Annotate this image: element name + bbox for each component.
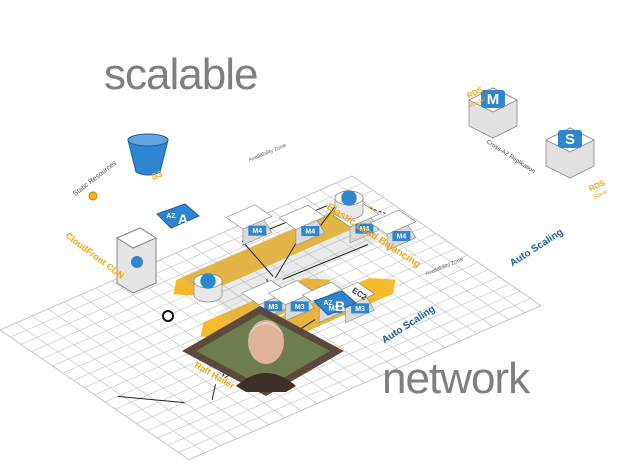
m3-node-a1-badge [264, 301, 283, 312]
s3-bucket-body [127, 139, 169, 176]
grid-line [0, 175, 353, 331]
wire-elb-m4-1 [241, 240, 274, 277]
az-a-tag-plate [156, 203, 200, 229]
grid-line [188, 305, 542, 460]
m4-node-4-top [369, 209, 417, 235]
rds-slave-node-badge [558, 130, 582, 148]
cloudfront-icon [115, 227, 158, 294]
s3-bucket-icon [127, 133, 169, 176]
az-a-tag-prefix: AZ [166, 213, 176, 220]
m4-node-1 [225, 204, 273, 246]
elb-internal-node [334, 190, 364, 220]
s3-bucket-rim [127, 133, 169, 147]
person-photo [182, 306, 344, 396]
cloudfront-disc [131, 256, 143, 268]
static-resources-dot [88, 191, 98, 201]
m3-node-a2-badge [290, 301, 309, 312]
rds-slave-node-letter: S [565, 131, 575, 148]
m4-node-4-badge [392, 231, 411, 242]
replication-label: Cross-AZ Replication [485, 139, 536, 175]
photo-shoulders [236, 373, 296, 392]
m4-node-2-top [278, 204, 326, 230]
grid-line [62, 218, 416, 374]
m4-node-2-label: M4 [305, 229, 315, 236]
wire-cdn-s3 [117, 395, 185, 404]
m3-node-a2-label: M3 [295, 304, 305, 311]
m4-node-1-top [225, 204, 273, 230]
m4-node-4 [369, 209, 417, 251]
headline-scalable: scalable [104, 50, 258, 99]
az-b-tag-plate [313, 290, 357, 316]
m4-node-3-badge [355, 223, 374, 234]
rds-master-node-badge [481, 90, 505, 108]
m4-node-1-badge [248, 225, 267, 236]
scaling-group-shade [179, 208, 383, 309]
az-b-tag-prefix: AZ [323, 300, 333, 307]
m4-node-2-badge [301, 226, 320, 237]
rds-master-node [468, 87, 518, 139]
rds-slave-node [545, 127, 595, 179]
elb-entry-node-disc [200, 273, 216, 289]
grid-line [167, 290, 521, 446]
wire-user-elb [211, 384, 216, 401]
s3-label: S3 [150, 169, 164, 182]
az-a-tag [156, 203, 200, 229]
m3-node-b1-label: M3 [329, 306, 339, 313]
grid-line [178, 298, 531, 453]
grid-line [157, 283, 510, 439]
node-layer [88, 87, 595, 396]
az-b-tag-letter: B [335, 298, 345, 314]
m3-node-a1-label: M3 [268, 304, 278, 311]
elb-internal-node-disc [341, 190, 357, 206]
m3-node-b2-badge [351, 303, 370, 314]
static-resources-label: Static Resources [72, 159, 118, 197]
m4-node-4-label: M4 [397, 234, 407, 241]
elb-entry-node [193, 273, 223, 303]
az-b-tag [313, 290, 357, 316]
m4-node-1-label: M4 [252, 228, 262, 235]
m4-node-3-label: M4 [360, 226, 370, 233]
az-a-tag-letter: A [178, 211, 188, 227]
wire-elb-m4-4 [282, 244, 369, 280]
wire-elb-m4-2 [274, 239, 299, 279]
m4-node-2 [278, 204, 326, 246]
photo-face [248, 320, 284, 364]
m3-node-a2 [267, 280, 315, 322]
availability-note-upper: Availability Zone [248, 143, 287, 164]
auto-scaling-label-upper: Auto Scaling [508, 227, 565, 270]
entry-point-node [162, 310, 174, 322]
m3-node-b2-label: M3 [355, 306, 365, 313]
grid-line [52, 211, 405, 367]
rds-master-node-letter: M [487, 91, 500, 108]
upper-scaling-band [173, 205, 374, 296]
photo-hair [248, 322, 284, 336]
cloudfront-top [115, 227, 158, 249]
headline-network: network [382, 354, 530, 403]
